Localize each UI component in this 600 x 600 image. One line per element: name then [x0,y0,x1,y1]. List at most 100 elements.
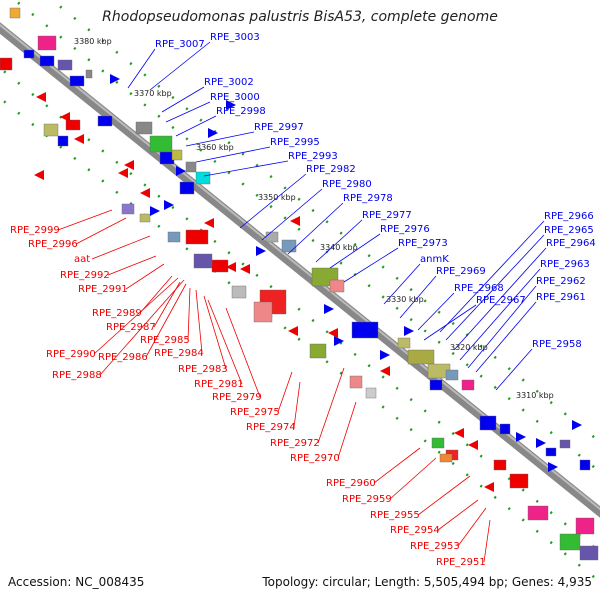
strand-arrow-4 [150,206,160,216]
leader-reverse-18 [337,401,357,459]
gene-feature-9 [65,119,81,131]
gene-label-reverse-0: RPE_2999 [10,225,60,236]
gene-feature-46 [439,453,453,463]
leader-reverse-17 [317,367,345,444]
strand-arrow-14 [404,326,414,336]
strand-arrow-10 [290,216,300,226]
gene-label-reverse-20: RPE_2959 [342,494,392,505]
leader-forward-21 [459,268,541,361]
gene-label-reverse-5: RPE_2989 [92,308,142,319]
strand-arrow-25 [240,264,250,274]
gene-label-reverse-15: RPE_2975 [230,407,280,418]
strand-arrow-30 [468,440,478,450]
gene-label-forward-14: anmK [420,254,449,265]
leader-forward-14 [383,263,421,305]
gene-label-reverse-14: RPE_2979 [212,392,262,403]
gene-feature-44 [431,437,445,449]
leader-forward-15 [399,275,437,319]
leader-reverse-16 [293,381,301,428]
topology-label: Topology: circular; Length: 5,505,494 bp… [262,575,592,589]
gene-feature-52 [579,459,591,471]
gene-label-reverse-11: RPE_2988 [52,370,102,381]
gene-label-forward-10: RPE_2978 [343,193,393,204]
gene-label-reverse-16: RPE_2974 [246,422,296,433]
gene-label-forward-19: RPE_2965 [544,225,594,236]
gene-feature-36 [445,369,459,381]
strand-arrow-20 [60,112,70,122]
gene-label-reverse-9: RPE_2986 [98,352,148,363]
gene-label-forward-17: RPE_2967 [476,295,526,306]
leader-reverse-11 [99,279,185,376]
label-leaders [57,41,547,563]
dotted-guide-3 [0,96,600,584]
gene-label-forward-23: RPE_2961 [536,292,586,303]
gene-feature-33 [397,337,411,349]
leader-forward-10 [287,202,344,255]
gene-label-reverse-18: RPE_2970 [290,453,340,464]
gene-label-forward-21: RPE_2963 [540,259,590,270]
gene-feature-39 [309,343,327,359]
gene-feature-17 [195,171,211,185]
gene-feature-0 [9,7,21,19]
leader-reverse-20 [389,457,437,500]
leader-reverse-12 [203,295,227,370]
strand-arrow-24 [226,262,236,272]
kbp-label-5: 3330 kbp [386,295,424,304]
strand-arrow-28 [380,366,390,376]
gene-label-reverse-12: RPE_2983 [178,364,228,375]
strand-arrow-13 [380,350,390,360]
gene-feature-7 [69,75,85,87]
leader-reverse-5 [139,275,173,314]
gene-label-reverse-24: RPE_2951 [436,557,486,568]
gene-feature-49 [527,505,549,521]
gene-feature-6 [85,69,93,79]
gene-feature-43 [499,423,511,435]
gene-label-forward-4: RPE_2998 [216,106,266,117]
gene-feature-23 [193,253,213,269]
leader-reverse-3 [107,255,157,276]
gene-feature-55 [579,545,599,561]
gene-label-forward-3: RPE_3000 [210,92,260,103]
gene-label-forward-18: RPE_2966 [544,211,594,222]
gene-label-reverse-2: aat [74,254,90,265]
leader-forward-24 [495,348,533,391]
leader-forward-17 [423,304,477,341]
gene-label-reverse-19: RPE_2960 [326,478,376,489]
backbone-band [0,22,600,518]
leader-reverse-2 [91,235,151,260]
gene-label-forward-12: RPE_2976 [380,224,430,235]
gene-labels: RPE_3007RPE_3003RPE_3002RPE_3000RPE_2998… [10,32,596,568]
leader-forward-19 [445,234,545,341]
gene-feature-25 [231,285,247,299]
gene-label-forward-6: RPE_2995 [270,137,320,148]
kbp-label-6: 3320 kbp [450,343,488,352]
strand-arrow-15 [516,432,526,442]
strand-arrow-3 [164,200,174,210]
gene-feature-1 [37,35,57,51]
kbp-label-2: 3360 kbp [196,143,234,152]
gene-feature-12 [135,121,153,135]
accession-label: Accession: NC_008435 [8,575,145,589]
gene-feature-27 [253,301,273,323]
gene-feature-51 [559,439,571,449]
strand-arrow-2 [140,188,150,198]
gene-label-reverse-4: RPE_2991 [78,284,128,295]
strand-arrow-5 [176,166,186,176]
leader-forward-16 [417,292,455,331]
strand-arrow-23 [204,218,214,228]
gene-label-forward-0: RPE_3007 [155,39,205,50]
leader-reverse-24 [483,519,491,563]
gene-label-reverse-22: RPE_2954 [390,525,440,536]
map-title: Rhodopseudomonas palustris BisA53, compl… [102,9,498,25]
gene-feature-28 [265,231,279,243]
leader-forward-18 [439,220,545,333]
leader-forward-13 [343,247,399,283]
gene-feature-48 [509,473,529,489]
leader-forward-3 [165,101,211,123]
gene-feature-15 [171,149,183,161]
kbp-label-1: 3370 kbp [134,89,172,98]
gene-label-reverse-10: RPE_2984 [154,348,204,359]
leader-forward-5 [185,131,255,147]
gene-feature-22 [185,229,209,245]
